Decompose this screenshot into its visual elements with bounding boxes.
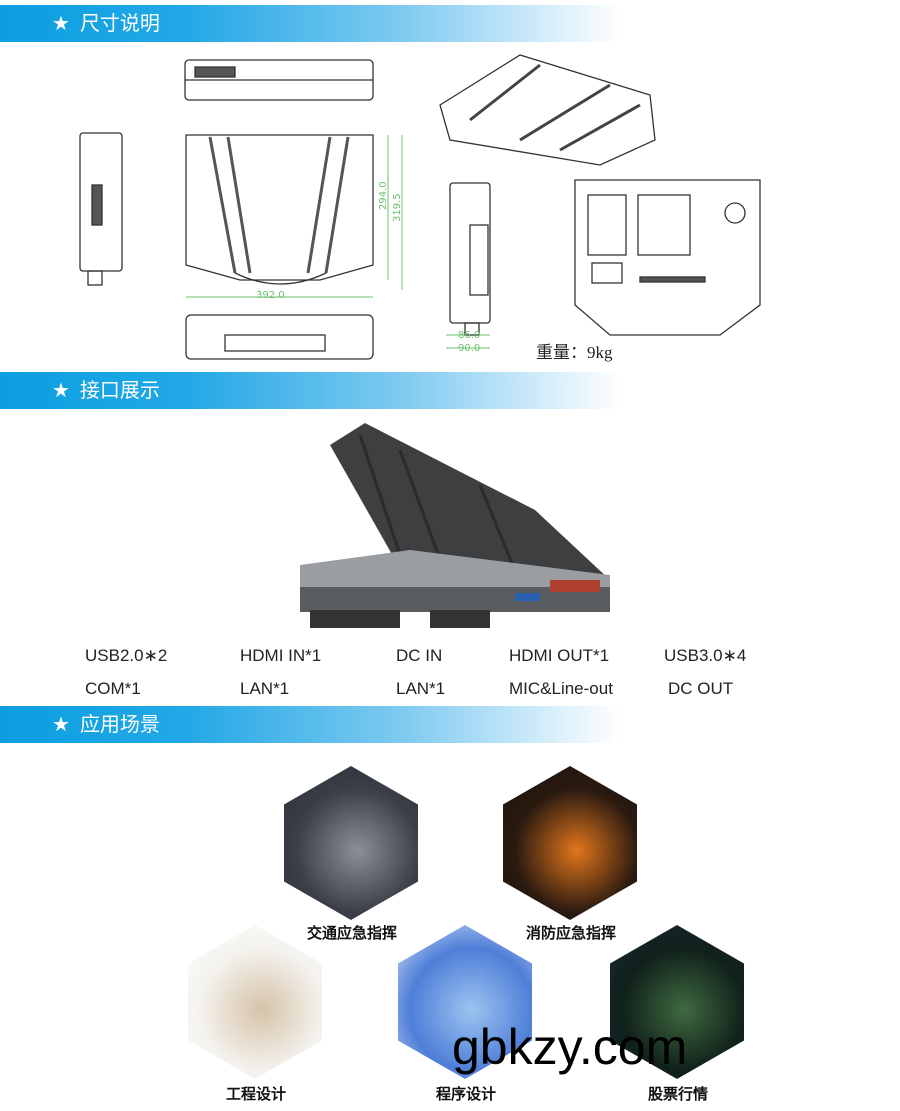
rear-panel-drawing <box>574 179 761 336</box>
side-view-2-drawing <box>449 182 491 336</box>
interface-item: HDMI IN*1 <box>240 646 322 665</box>
section-title: 应用场景 <box>79 712 160 736</box>
scenario-label: 工程设计 <box>225 1085 286 1103</box>
scenario-image-engineering <box>188 925 322 1079</box>
width-dimension: 392.0 <box>256 290 285 301</box>
interface-item: MIC&Line-out <box>509 679 613 698</box>
section-banner-interfaces: ★ 接口展示 <box>0 372 620 409</box>
depth-outer-dimension: 319.5 <box>392 193 403 222</box>
scenario-image-fire <box>503 766 637 920</box>
depth-inner-dimension: 294.0 <box>378 181 389 210</box>
interface-item: DC OUT <box>668 679 734 698</box>
interface-item: LAN*1 <box>240 679 290 698</box>
height-inner-dimension: 86.0 <box>458 330 481 341</box>
interface-item: COM*1 <box>85 679 141 698</box>
bottom-view-drawing <box>185 314 374 360</box>
scenario-label: 消防应急指挥 <box>525 924 616 942</box>
scenario-label: 股票行情 <box>647 1085 708 1103</box>
star-icon: ★ <box>52 712 70 736</box>
dimension-drawings <box>79 54 761 360</box>
section-title: 接口展示 <box>79 378 160 402</box>
scenario-label: 交通应急指挥 <box>306 924 397 942</box>
section-banner-dimensions: ★ 尺寸说明 <box>0 5 620 42</box>
side-view-drawing <box>79 132 123 286</box>
weight-label: 重量：9kg <box>536 343 613 362</box>
interface-item: USB3.0∗4 <box>664 646 747 665</box>
interface-item: DC IN <box>396 646 443 665</box>
star-icon: ★ <box>52 378 70 402</box>
interface-item: USB2.0∗2 <box>85 646 168 665</box>
front-view-drawing <box>185 134 374 285</box>
star-icon: ★ <box>52 11 70 35</box>
scenario-label: 程序设计 <box>435 1085 496 1103</box>
interface-item: LAN*1 <box>396 679 446 698</box>
perspective-drawing <box>439 54 656 166</box>
laptop-photo <box>300 423 610 628</box>
section-title: 尺寸说明 <box>79 11 160 35</box>
height-outer-dimension: 90.0 <box>458 343 481 354</box>
watermark: gbkzy.com <box>452 1019 688 1075</box>
section-banner-scenarios: ★ 应用场景 <box>0 706 620 743</box>
top-view-drawing <box>184 59 374 101</box>
interface-item: HDMI OUT*1 <box>509 646 610 665</box>
scenario-image-traffic <box>284 766 418 920</box>
